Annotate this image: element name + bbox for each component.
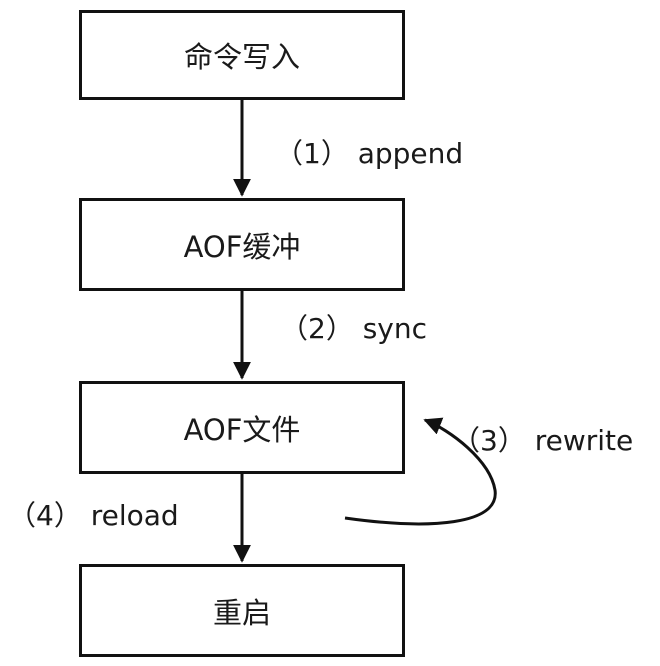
box-command-write: 命令写入 [79,10,405,100]
edge-label-reload: （4） reload [8,499,179,532]
edge-label-rewrite: （3） rewrite [452,424,634,457]
box-aof-file: AOF文件 [79,381,405,474]
edge-label-sync: （2） sync [280,312,428,345]
edge-label-append: （1） append [275,137,464,170]
box-command-write-label: 命令写入 [183,40,300,74]
box-aof-buffer-label: AOF缓冲 [183,229,301,264]
box-aof-buffer: AOF缓冲 [79,198,405,291]
box-restart-label: 重启 [212,595,271,630]
box-aof-file-label: AOF文件 [183,412,301,447]
box-restart: 重启 [79,564,405,657]
